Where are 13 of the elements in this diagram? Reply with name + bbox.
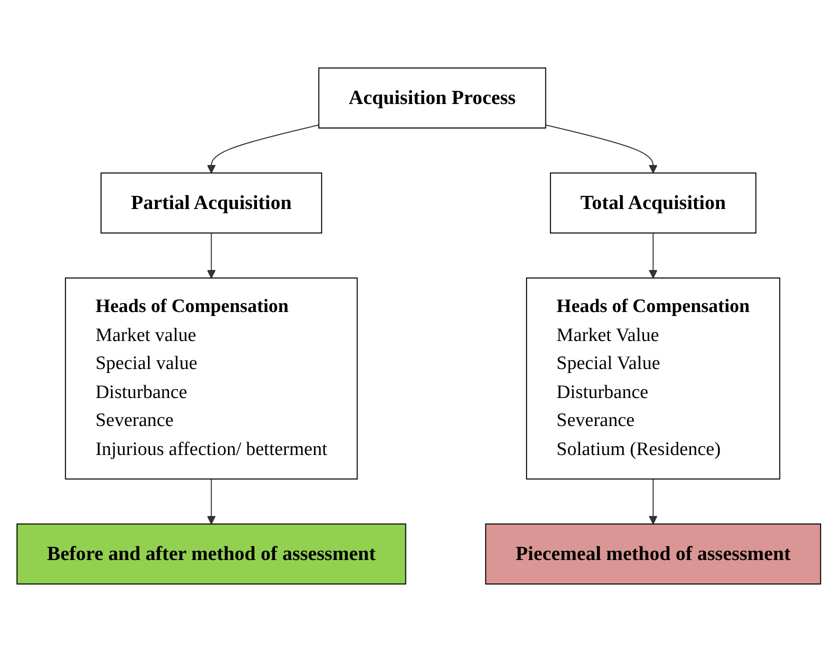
node-box: Acquisition Process [318, 68, 546, 128]
arrow [207, 124, 320, 174]
node-box: Before and after method of assessment [16, 524, 406, 584]
arrow [648, 478, 658, 524]
node-box: Partial Acquisition [100, 172, 322, 234]
node-box: Total Acquisition [550, 172, 757, 234]
arrow [545, 124, 658, 174]
arrow [207, 478, 216, 524]
node-box: Heads of Compensation Market Value Special Value Disturbance Severance Solatium (Residence) [526, 278, 780, 480]
arrow [648, 232, 658, 278]
node-box: Heads of Compensation Market value Special value Disturbance Severance Injurious affection/ betterment [65, 278, 358, 480]
arrow [207, 232, 216, 278]
node-box: Piecemeal method of assessment [485, 524, 822, 584]
